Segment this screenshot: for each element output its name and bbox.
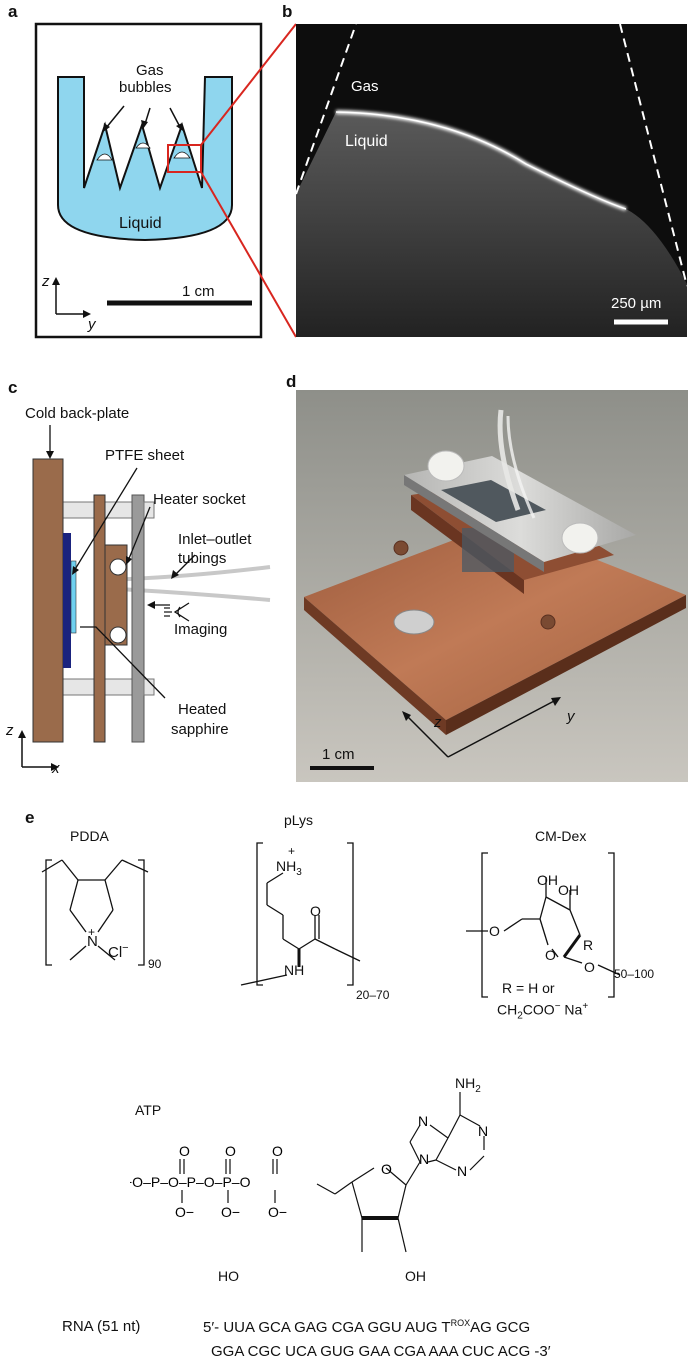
svg-text:N: N xyxy=(457,1163,467,1179)
cmdex-oh-right: OH xyxy=(558,882,579,898)
svg-text:N: N xyxy=(419,1151,429,1167)
pdda-title: PDDA xyxy=(70,828,109,844)
panel-d-photo xyxy=(296,390,688,782)
cmdex-subscript: 50–100 xyxy=(614,967,655,981)
atp-title: ATP xyxy=(135,1102,162,1118)
plys-o: O xyxy=(310,903,321,919)
scale-label-b: 250 µm xyxy=(611,295,662,312)
panel-c-schematic xyxy=(18,425,271,771)
gas-label-b: Gas xyxy=(351,78,379,95)
cmdex-o-left: O xyxy=(489,923,500,939)
panel-label-b: b xyxy=(282,2,293,21)
cmdex-structure xyxy=(466,852,621,998)
atp-structure: −O–P–O–P–O–P–O O O O O− O− O− O N N N N xyxy=(130,1092,488,1253)
svg-text:−O–P–O–P–O–P–O: −O–P–O–P–O–P–O xyxy=(130,1174,251,1190)
inlet-outlet-label: Inlet–outlet tubings xyxy=(178,531,252,567)
gas-bubbles-label: Gas bubbles xyxy=(119,62,172,96)
svg-text:O−: O− xyxy=(268,1204,287,1220)
heater-socket-label: Heater socket xyxy=(153,491,246,508)
axis-z-label-d: z xyxy=(434,714,442,731)
svg-text:O−: O− xyxy=(175,1204,194,1220)
ptfe-sheet-label: PTFE sheet xyxy=(105,447,185,464)
axis-y-label-a: y xyxy=(88,316,96,333)
panel-label-c: c xyxy=(8,378,18,397)
plys-structure xyxy=(240,842,361,986)
pdda-subscript: 90 xyxy=(148,957,162,971)
cmdex-r: R xyxy=(583,937,594,953)
panel-label-d: d xyxy=(286,372,297,391)
axis-z-label-c: z xyxy=(6,722,14,739)
svg-text:N: N xyxy=(418,1113,428,1129)
panel-label-e: e xyxy=(25,808,35,827)
heated-sapphire-label: Heated sapphire xyxy=(171,701,229,738)
axis-x-label-c: x xyxy=(52,760,60,777)
liquid-label-a: Liquid xyxy=(119,215,162,232)
panel-label-a: a xyxy=(8,2,18,21)
svg-text:N: N xyxy=(478,1123,488,1139)
rna-line2: GGA CGC UCA GUG GAA CGA AAA CUC ACG -3′ xyxy=(211,1343,551,1360)
scale-label-d: 1 cm xyxy=(322,746,355,763)
plys-nh: NH xyxy=(284,962,305,978)
pdda-n: +N xyxy=(87,925,98,950)
rna-label: RNA (51 nt) xyxy=(62,1318,141,1335)
atp-ho: HO xyxy=(218,1268,239,1284)
cmdex-title: CM-Dex xyxy=(535,828,587,844)
svg-text:O: O xyxy=(225,1143,236,1159)
atp-oh: OH xyxy=(405,1268,426,1284)
axis-z-label-a: z xyxy=(42,273,50,290)
cold-back-plate-label: Cold back-plate xyxy=(25,405,130,422)
panel-a-schematic xyxy=(34,22,297,339)
svg-text:O: O xyxy=(272,1143,283,1159)
scale-label-a: 1 cm xyxy=(182,283,215,300)
svg-text:O−: O− xyxy=(221,1204,240,1220)
cmdex-note-line2: CH2COO− Na+ xyxy=(497,1001,589,1022)
plys-subscript: 20–70 xyxy=(356,988,390,1002)
liquid-label-b: Liquid xyxy=(345,133,388,150)
imaging-label: Imaging xyxy=(174,621,228,638)
pdda-structure xyxy=(41,859,149,966)
cmdex-o-ring: O xyxy=(545,947,556,963)
svg-text:O: O xyxy=(179,1143,190,1159)
plys-nh3: +NH3 xyxy=(276,844,302,878)
cmdex-note-line1: R = H or xyxy=(502,980,555,996)
plys-title: pLys xyxy=(284,812,314,828)
cmdex-oh-top: OH xyxy=(537,872,558,888)
panel-b-micrograph xyxy=(296,24,687,337)
atp-nh2: NH2 xyxy=(455,1075,481,1095)
pdda-cl: Cl− xyxy=(108,942,129,961)
rna-line1: 5′- UUA GCA GAG CGA GGU AUG TROXAG GCG xyxy=(203,1318,531,1336)
cmdex-o-right: O xyxy=(584,959,595,975)
axis-y-label-d: y xyxy=(567,708,575,725)
svg-text:O: O xyxy=(381,1161,392,1177)
